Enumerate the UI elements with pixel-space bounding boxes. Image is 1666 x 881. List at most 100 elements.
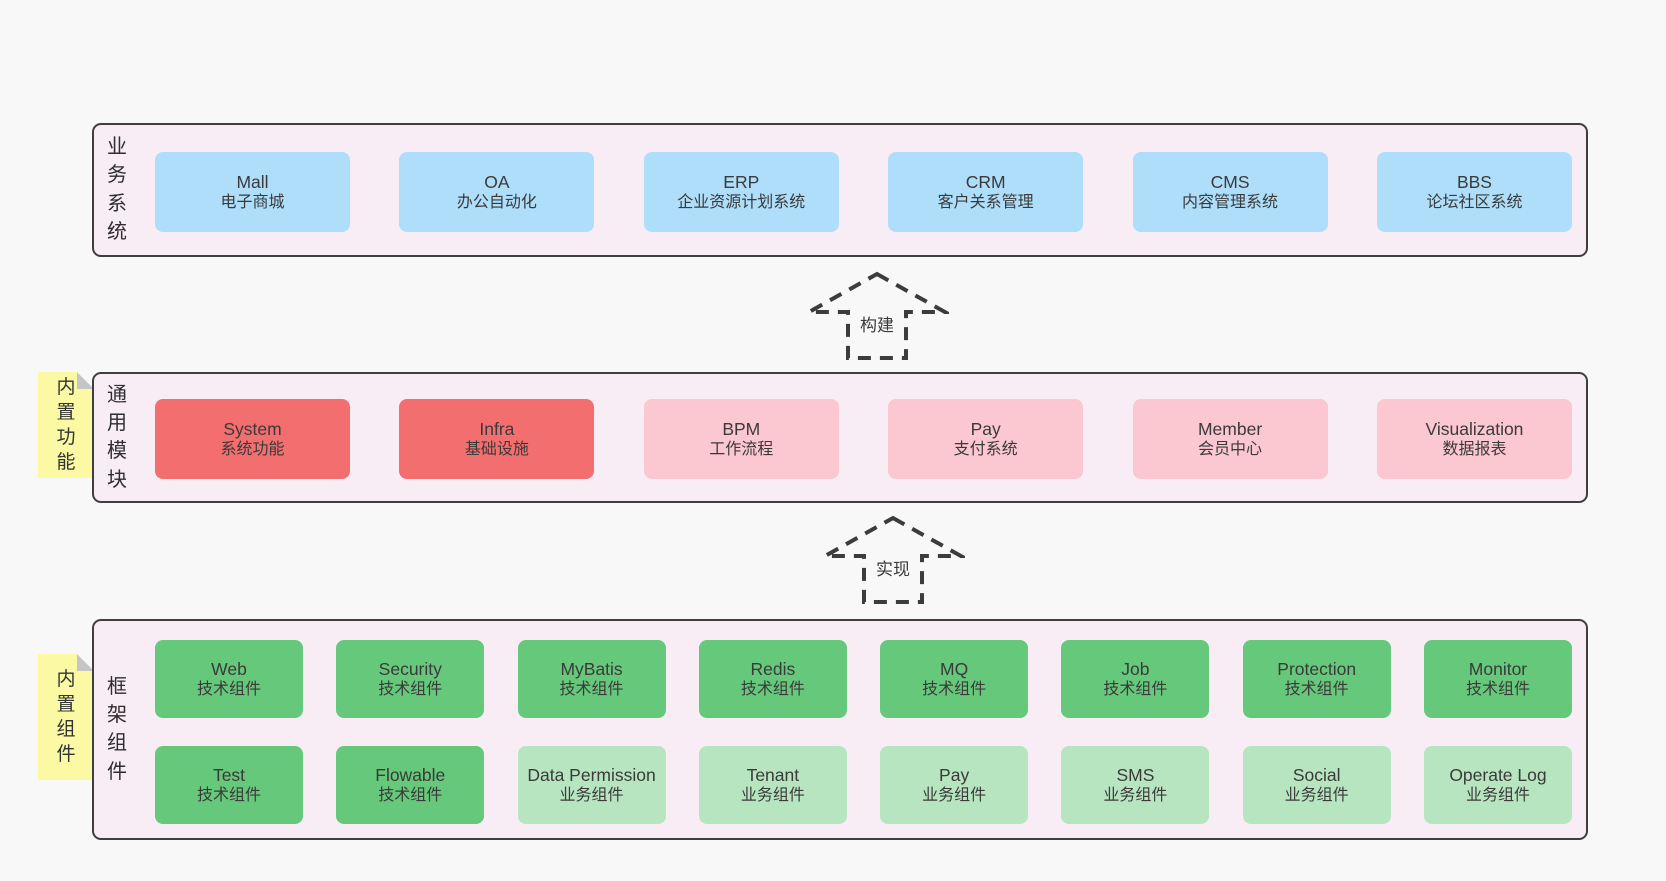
implement-arrow-label: 实现 — [873, 554, 913, 581]
card-subtitle: 工作流程 — [709, 440, 774, 458]
card-subtitle: 系统功能 — [220, 440, 285, 458]
card-erp: ERP 企业资源计划系统 — [643, 152, 839, 232]
card-title: MQ — [940, 658, 969, 679]
build-arrow: 构建 — [805, 270, 949, 362]
sticky-note-label: 内置组件 — [56, 668, 76, 766]
business-card-row: Mall 电子商城 OA 办公自动化 ERP 企业资源计划系统 CRM 客户关系… — [155, 152, 1572, 232]
card-security: Security 技术组件 — [336, 640, 485, 718]
card-subtitle: 技术组件 — [1465, 680, 1530, 698]
card-subtitle: 技术组件 — [1284, 680, 1349, 698]
card-sms: SMS 业务组件 — [1061, 746, 1210, 824]
card-title: Test — [212, 764, 246, 785]
card-cms: CMS 内容管理系统 — [1132, 152, 1328, 232]
band-label-common-modules: 通用模块 — [107, 383, 127, 491]
card-pay: Pay 支付系统 — [888, 399, 1084, 479]
card-infra: Infra 基础设施 — [399, 399, 595, 479]
card-subtitle: 论坛社区系统 — [1426, 193, 1523, 211]
card-subtitle: 技术组件 — [378, 680, 443, 698]
card-mall: Mall 电子商城 — [155, 152, 350, 232]
card-title: Operate Log — [1449, 764, 1547, 785]
card-title: Mall — [236, 171, 269, 192]
band-label-framework-components: 框架组件 — [107, 675, 127, 783]
card-redis: Redis 技术组件 — [698, 640, 847, 718]
card-bbs: BBS 论坛社区系统 — [1376, 152, 1572, 232]
card-subtitle: 技术组件 — [196, 786, 261, 804]
card-system: System 系统功能 — [155, 399, 350, 479]
card-flowable: Flowable 技术组件 — [336, 746, 485, 824]
card-subtitle: 数据报表 — [1442, 440, 1507, 458]
card-social: Social 业务组件 — [1242, 746, 1391, 824]
card-title: Social — [1292, 764, 1341, 785]
card-subtitle: 办公自动化 — [456, 193, 537, 211]
card-crm: CRM 客户关系管理 — [888, 152, 1084, 232]
card-subtitle: 技术组件 — [559, 680, 624, 698]
card-title: MyBatis — [560, 658, 623, 679]
card-subtitle: 业务组件 — [1103, 786, 1168, 804]
card-title: BBS — [1456, 171, 1492, 192]
card-pay-biz: Pay 业务组件 — [880, 746, 1029, 824]
band-label-business-systems: 业务系统 — [107, 136, 127, 244]
card-job: Job 技术组件 — [1061, 640, 1210, 718]
card-subtitle: 会员中心 — [1198, 440, 1263, 458]
card-title: System — [223, 418, 282, 439]
card-subtitle: 技术组件 — [378, 786, 443, 804]
card-subtitle: 业务组件 — [922, 786, 987, 804]
card-subtitle: 电子商城 — [220, 193, 285, 211]
card-title: Redis — [750, 658, 796, 679]
card-title: Member — [1197, 418, 1263, 439]
card-visualization: Visualization 数据报表 — [1376, 399, 1572, 479]
card-web: Web 技术组件 — [155, 640, 303, 718]
card-oa: OA 办公自动化 — [399, 152, 595, 232]
modules-card-row: System 系统功能 Infra 基础设施 BPM 工作流程 Pay 支付系统… — [155, 399, 1572, 479]
card-mq: MQ 技术组件 — [880, 640, 1029, 718]
card-subtitle: 内容管理系统 — [1182, 193, 1279, 211]
card-title: Web — [211, 658, 247, 679]
card-tenant: Tenant 业务组件 — [698, 746, 847, 824]
card-title: Flowable — [375, 764, 446, 785]
card-operate-log: Operate Log 业务组件 — [1423, 746, 1572, 824]
band-framework-components: 框架组件 Web 技术组件 Security 技术组件 MyBatis 技术组件… — [92, 619, 1588, 840]
card-subtitle: 技术组件 — [1103, 680, 1168, 698]
band-business-systems: 业务系统 Mall 电子商城 OA 办公自动化 ERP 企业资源计划系统 CRM… — [92, 123, 1588, 257]
card-member: Member 会员中心 — [1132, 399, 1328, 479]
card-title: Pay — [970, 418, 1001, 439]
card-monitor: Monitor 技术组件 — [1423, 640, 1572, 718]
card-subtitle: 技术组件 — [740, 680, 805, 698]
card-subtitle: 基础设施 — [464, 440, 529, 458]
card-title: Tenant — [746, 764, 800, 785]
card-bpm: BPM 工作流程 — [643, 399, 839, 479]
card-title: BPM — [722, 418, 761, 439]
card-title: Infra — [479, 418, 515, 439]
card-title: Security — [378, 658, 442, 679]
card-test: Test 技术组件 — [155, 746, 303, 824]
card-title: OA — [484, 171, 510, 192]
card-mybatis: MyBatis 技术组件 — [517, 640, 666, 718]
card-subtitle: 支付系统 — [953, 440, 1018, 458]
implement-arrow: 实现 — [821, 514, 965, 606]
card-title: CRM — [965, 171, 1006, 192]
card-title: Job — [1121, 658, 1150, 679]
build-arrow-label: 构建 — [857, 310, 897, 337]
sticky-note-label: 内置功能 — [56, 376, 76, 474]
card-title: Monitor — [1468, 658, 1528, 679]
card-subtitle: 业务组件 — [559, 786, 624, 804]
components-card-row-2: Test 技术组件 Flowable 技术组件 Data Permission … — [155, 746, 1572, 824]
card-subtitle: 业务组件 — [740, 786, 805, 804]
card-title: Pay — [939, 764, 970, 785]
card-subtitle: 业务组件 — [1284, 786, 1349, 804]
card-title: SMS — [1116, 764, 1155, 785]
sticky-note-builtin-features: 内置功能 — [38, 372, 94, 478]
card-title: CMS — [1210, 171, 1250, 192]
card-protection: Protection 技术组件 — [1242, 640, 1391, 718]
card-title: Protection — [1277, 658, 1357, 679]
card-title: ERP — [723, 171, 760, 192]
card-subtitle: 技术组件 — [196, 680, 261, 698]
card-title: Data Permission — [527, 764, 656, 785]
card-data-permission: Data Permission 业务组件 — [517, 746, 666, 824]
band-common-modules: 通用模块 System 系统功能 Infra 基础设施 BPM 工作流程 Pay… — [92, 372, 1588, 503]
card-subtitle: 业务组件 — [1465, 786, 1530, 804]
card-subtitle: 企业资源计划系统 — [677, 193, 806, 211]
card-subtitle: 客户关系管理 — [937, 193, 1034, 211]
card-title: Visualization — [1425, 418, 1524, 439]
